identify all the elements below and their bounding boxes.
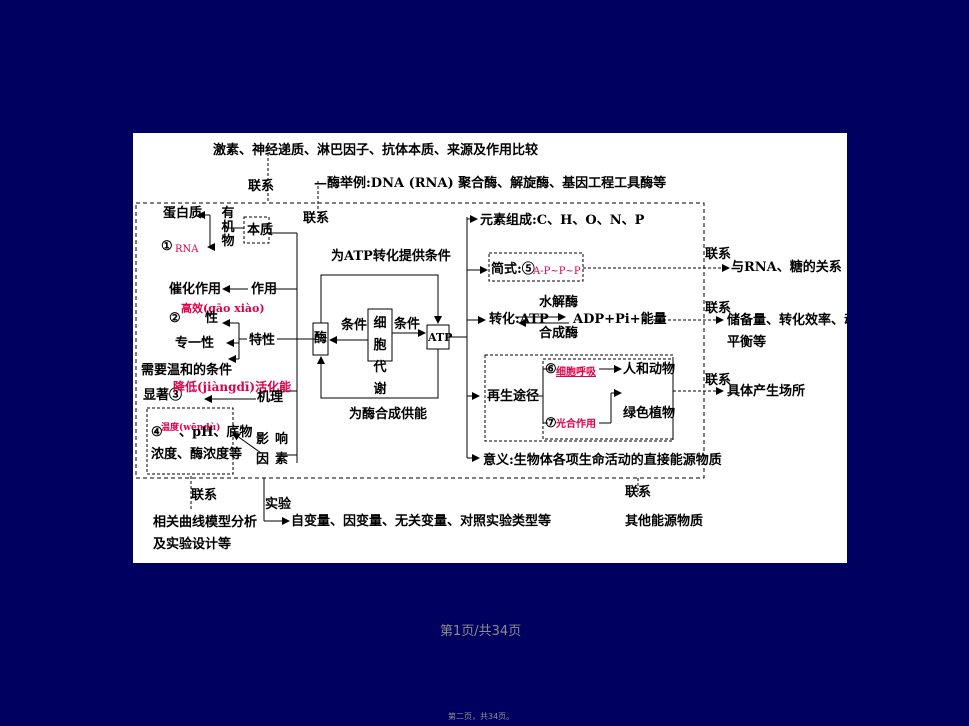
production-site-text: 具体产生场所 [727, 384, 806, 399]
hormone-comparison-text: 激素、神经递质、淋巴因子、抗体本质、来源及作用比较 [213, 143, 539, 158]
ph-substrate-text: 、pH、底物 [179, 425, 253, 440]
link-label-rna: 联系 [705, 247, 732, 262]
condition-left: 条件 [341, 318, 368, 333]
concept-map-slide: 激素、神经递质、淋巴因子、抗体本质、来源及作用比较 联系 —酶举例:DNA (R… [133, 133, 847, 563]
concentration-text: 浓度、酶浓度等 [151, 447, 243, 462]
connector-lines [135, 143, 730, 525]
atp-box-label: ATP [428, 331, 453, 344]
experiment-design-text: 及实验设计等 [153, 537, 232, 552]
link-label-store: 联系 [705, 301, 732, 316]
rna-sugar-relation: 与RNA、糖的关系 [731, 260, 842, 275]
storage-text-1: 储备量、转化效率、动态 [727, 313, 847, 328]
respiration-answer: 细胞呼吸 [556, 367, 596, 378]
photosynthesis-answer: 光合作用 [556, 419, 596, 430]
protein-label: 蛋白质 [163, 206, 203, 221]
products-label: ADP+Pi+能量 [573, 312, 667, 327]
efficient-suffix: 性 [205, 311, 219, 326]
organic-matter-label: 有机物 [221, 206, 235, 249]
mechanism-label: 机理 [257, 390, 284, 405]
experiment-label: 实验 [265, 497, 292, 512]
other-energy-text: 其他能源物质 [625, 514, 704, 529]
storage-text-2: 平衡等 [727, 335, 767, 350]
photosynthesis-number: ⑦ [545, 416, 557, 431]
catalysis-label: 催化作用 [169, 282, 222, 297]
specificity-label: 专一性 [175, 336, 215, 351]
link-label-top: 联系 [248, 179, 275, 194]
cell-metabolism-label: 细胞代谢 [373, 316, 387, 397]
link-label-other: 联系 [625, 485, 652, 500]
link-label-curve: 联系 [191, 488, 218, 503]
curve-analysis-text: 相关曲线模型分析 [153, 515, 258, 530]
notable-label: 显著③ [143, 388, 183, 403]
rna-number: ① [161, 239, 173, 254]
formula-label: 简式:⑤ [491, 262, 535, 277]
plants-label: 绿色植物 [623, 406, 676, 421]
temp-number: ④ [151, 425, 163, 440]
meaning-text: 意义:生物体各项生命活动的直接能源物质 [483, 453, 722, 468]
conversion-label: 转化:ATP [489, 312, 549, 327]
page-number: 第1页/共34页 [440, 624, 522, 639]
hydrolase-label: 水解酶 [539, 295, 579, 310]
efficient-answer: 高效(gāo xiào) [181, 302, 265, 315]
variables-text: 自变量、因变量、无关变量、对照实验类型等 [291, 514, 552, 529]
enzyme-energy-text: 为酶合成供能 [349, 407, 428, 422]
enzyme-box-label: 酶 [314, 331, 328, 346]
mild-conditions-label: 需要温和的条件 [141, 363, 233, 378]
elements-text: 元素组成:C、H、O、N、P [480, 213, 645, 228]
function-label: 作用 [251, 282, 278, 297]
subpage-number: 第二页，共34页。 [448, 712, 515, 721]
formula-answer: A-P~P~P [533, 266, 581, 277]
animals-label: 人和动物 [623, 362, 676, 377]
property-label: 特性 [249, 333, 276, 348]
lower-activation-answer: 降低(jiàngdī)活化能 [173, 380, 292, 394]
efficient-number: ② [169, 311, 181, 326]
link-label-examples: 联系 [303, 211, 330, 226]
condition-right: 条件 [394, 317, 421, 332]
atp-condition-text: 为ATP转化提供条件 [331, 249, 451, 264]
regeneration-label: 再生途径 [487, 389, 540, 404]
enzyme-examples-text: —酶举例:DNA (RNA) 聚合酶、解旋酶、基因工程工具酶等 [314, 176, 667, 191]
influence-factor-label: 影响因素 [256, 432, 295, 467]
link-label-site: 联系 [705, 373, 732, 388]
synthase-label: 合成酶 [539, 326, 579, 341]
respiration-number: ⑥ [545, 362, 557, 377]
temperature-answer: 温度(wēndù) [161, 423, 221, 433]
rna-answer: RNA [175, 244, 199, 255]
essence-label: 本质 [247, 223, 274, 238]
